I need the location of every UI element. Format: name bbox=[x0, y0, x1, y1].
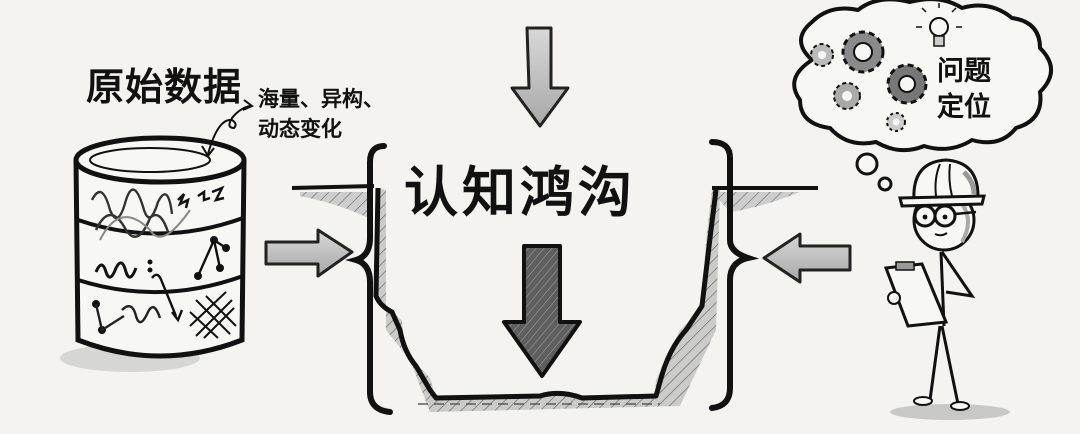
raw-data-annotation-line1: 海量、异构、 bbox=[258, 87, 384, 111]
problem-locating-label: 问题 定位 bbox=[937, 54, 991, 126]
raw-data-annotation: 海量、异构、 动态变化 bbox=[258, 84, 384, 144]
database-cylinder-icon bbox=[60, 135, 247, 372]
lightbulb-icon bbox=[916, 3, 962, 47]
raw-data-annotation-line2: 动态变化 bbox=[258, 117, 342, 141]
top-arrow-down-icon bbox=[510, 26, 570, 128]
gear-icon bbox=[810, 30, 928, 132]
left-arrow-right-icon bbox=[264, 228, 354, 278]
cognitive-gap-title: 认知鸿沟 bbox=[404, 161, 636, 224]
right-brace-icon bbox=[709, 139, 760, 411]
chasm-gap-icon bbox=[291, 184, 818, 412]
inner-arrow-down-icon bbox=[502, 244, 582, 378]
left-brace-icon bbox=[345, 143, 393, 415]
problem-locating-line1: 问题 bbox=[937, 56, 991, 87]
raw-data-label: 原始数据 bbox=[86, 65, 243, 109]
right-arrow-left-icon bbox=[762, 232, 852, 284]
problem-locating-line2: 定位 bbox=[937, 92, 991, 123]
annotation-arrow-icon bbox=[201, 99, 254, 158]
engineer-with-clipboard-icon bbox=[883, 158, 1010, 420]
